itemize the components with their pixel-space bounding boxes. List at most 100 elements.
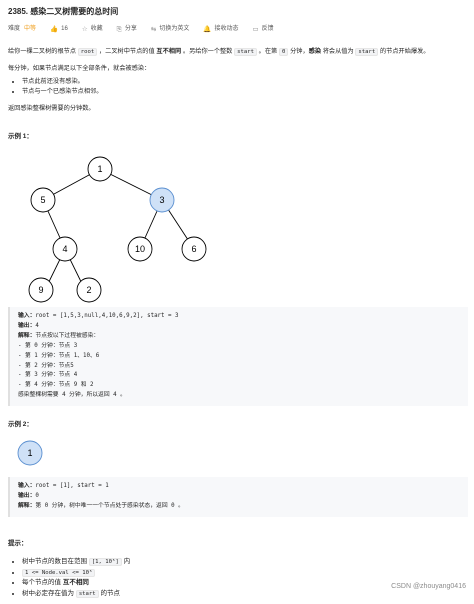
share-button[interactable]: ⎘ 分享 bbox=[117, 25, 137, 34]
line-label: 输入： bbox=[18, 483, 36, 490]
notify-button[interactable]: 🔔 接收动态 bbox=[203, 25, 238, 34]
inline-code: 0 bbox=[278, 48, 289, 57]
line-label: 解释： bbox=[18, 503, 36, 510]
tree-node-label: 3 bbox=[159, 195, 164, 205]
line-text: 感染整棵树需要 4 分钟，所以返回 4 。 bbox=[18, 392, 126, 399]
line-text: 第 0 分钟，树中唯一一个节点处于感染状态，返回 0 。 bbox=[35, 503, 184, 510]
line-text: root = [1,5,3,null,4,10,6,9,2], start = … bbox=[35, 313, 179, 320]
line-text: - 第 2 分钟：节点5 bbox=[18, 362, 74, 369]
feedback-button[interactable]: ▭ 反馈 bbox=[252, 25, 273, 34]
description-paragraph-2: 每分钟，如果节点满足以下全部条件，就会被感染： bbox=[8, 65, 151, 72]
text: 给你一棵二叉树的根节点 bbox=[8, 48, 78, 56]
like-button[interactable]: 👍 16 bbox=[50, 25, 68, 34]
line-label: 解释： bbox=[18, 333, 36, 340]
line-text: - 第 0 分钟：节点 3 bbox=[18, 342, 78, 349]
description-paragraph-3: 返回感染整棵树需要的分钟数。 bbox=[8, 104, 95, 112]
tree-node bbox=[30, 187, 56, 213]
difficulty-label: 难度 bbox=[8, 25, 21, 32]
line-label: 输出： bbox=[18, 323, 36, 330]
bold-text: 互不相同 bbox=[62, 579, 89, 587]
switch-language-button[interactable]: ⇆ 切换为英文 bbox=[151, 25, 189, 34]
translate-icon: ⇆ bbox=[150, 25, 157, 33]
line-text: - 第 1 分钟：节点 1、10、6 bbox=[18, 352, 100, 359]
favorite-button[interactable]: ☆ 收藏 bbox=[82, 25, 103, 34]
text: 。另给你一个整数 bbox=[181, 48, 235, 56]
share-icon: ⎘ bbox=[116, 25, 122, 33]
tree-node-label: 1 bbox=[27, 448, 32, 458]
difficulty-badge: 中等 bbox=[24, 25, 37, 32]
inline-code: start bbox=[234, 48, 257, 57]
bold-text: 感染 bbox=[308, 48, 322, 56]
tree-node-label: 10 bbox=[135, 244, 145, 254]
text: 将会从值为 bbox=[321, 48, 356, 56]
tree-node-label: 1 bbox=[97, 164, 102, 174]
list-item: 树中必定存在值为 start 的节点 bbox=[22, 589, 468, 598]
inline-code: start bbox=[355, 48, 379, 57]
tree-node-label: 6 bbox=[191, 244, 196, 254]
tree-node bbox=[181, 236, 207, 262]
thumbs-up-icon: 👍 bbox=[50, 25, 59, 33]
bold-text: 互不相同 bbox=[156, 48, 182, 56]
problem-title: 2385. 感染二叉树需要的总时间 bbox=[8, 7, 119, 16]
text: ，二叉树中节点的值 bbox=[97, 48, 157, 56]
csdn-watermark: CSDN @zhouyang0416 bbox=[391, 582, 466, 590]
example-2-code-block: 输入：root = [1], start = 1 输出：0 解释：第 0 分钟，… bbox=[8, 477, 468, 517]
bell-icon: 🔔 bbox=[203, 25, 212, 33]
example-1-title: 示例 1： bbox=[8, 132, 33, 140]
list-item: 节点与一个已感染节点相邻。 bbox=[22, 88, 468, 97]
line-text: - 第 3 分钟：节点 4 bbox=[18, 372, 78, 379]
hints-list: 树中节点的数目在范围 [1, 10⁵] 内 1 <= Node.val <= 1… bbox=[22, 557, 468, 598]
notify-label: 接收动态 bbox=[214, 25, 239, 32]
hints-title: 提示： bbox=[8, 539, 28, 547]
text: 分钟， bbox=[288, 48, 309, 56]
share-label: 分享 bbox=[124, 25, 137, 32]
problem-page: 2385. 感染二叉树需要的总时间 难度 中等 👍 16 ☆ 收藏 ⎘ 分享 ⇆… bbox=[8, 4, 468, 599]
inline-code: start bbox=[75, 589, 99, 598]
inline-code: [1, 10⁵] bbox=[88, 558, 122, 567]
favorite-label: 收藏 bbox=[90, 25, 103, 32]
tree-node bbox=[127, 236, 153, 262]
tree-node bbox=[76, 277, 102, 303]
tree-node bbox=[52, 236, 78, 262]
list-item: 每个节点的值 互不相同 bbox=[22, 578, 468, 587]
tree-node-start bbox=[149, 187, 175, 213]
example-2-tree-diagram: 1 bbox=[17, 440, 43, 466]
feedback-icon: ▭ bbox=[252, 25, 259, 33]
text: 的节点 bbox=[98, 589, 120, 597]
tree-node-label: 4 bbox=[62, 244, 67, 254]
line-text: 节点按以下过程被感染： bbox=[35, 333, 100, 340]
list-item: 节点此前还没有感染。 bbox=[22, 78, 468, 87]
condition-list: 节点此前还没有感染。 节点与一个已感染节点相邻。 bbox=[22, 78, 468, 97]
line-label: 输出： bbox=[18, 493, 36, 500]
likes-count: 16 bbox=[61, 25, 68, 32]
text: 树中节点的数目在范围 bbox=[22, 558, 89, 566]
description-paragraph-1: 给你一棵二叉树的根节点 root ，二叉树中节点的值 互不相同 。另给你一个整数… bbox=[8, 48, 468, 57]
example-1-tree-diagram: 1 5 3 4 10 6 9 2 bbox=[28, 156, 207, 303]
example-2-title: 示例 2： bbox=[8, 420, 33, 428]
switch-language-label: 切换为英文 bbox=[159, 25, 190, 32]
text: 每个节点的值 bbox=[22, 579, 63, 587]
tree-node-label: 2 bbox=[86, 285, 91, 295]
problem-description: 给你一棵二叉树的根节点 root ，二叉树中节点的值 互不相同 。另给你一个整数… bbox=[8, 48, 468, 114]
star-icon: ☆ bbox=[81, 25, 88, 33]
feedback-label: 反馈 bbox=[261, 25, 274, 32]
text: 树中必定存在值为 bbox=[22, 589, 76, 597]
text: 的节点开始爆发。 bbox=[378, 48, 430, 56]
inline-code: root bbox=[77, 48, 98, 57]
inline-code: 1 <= Node.val <= 10⁵ bbox=[22, 568, 96, 577]
list-item: 树中节点的数目在范围 [1, 10⁵] 内 bbox=[22, 557, 468, 567]
line-text: 0 bbox=[35, 493, 39, 500]
tree-node-label: 9 bbox=[38, 285, 43, 295]
list-item: 1 <= Node.val <= 10⁵ bbox=[22, 568, 468, 577]
problem-meta-bar: 难度 中等 👍 16 ☆ 收藏 ⎘ 分享 ⇆ 切换为英文 🔔 接收动态 ▭ 反馈 bbox=[8, 25, 468, 34]
tree-node-label: 5 bbox=[40, 195, 45, 205]
example-1-code-block: 输入：root = [1,5,3,null,4,10,6,9,2], start… bbox=[8, 307, 468, 406]
tree-node-start bbox=[17, 440, 43, 466]
line-text: 4 bbox=[35, 323, 39, 330]
line-text: root = [1], start = 1 bbox=[35, 483, 109, 490]
text: 。在第 bbox=[256, 48, 279, 56]
tree-node bbox=[28, 277, 54, 303]
line-text: - 第 4 分钟：节点 9 和 2 bbox=[18, 382, 94, 389]
line-label: 输入： bbox=[18, 313, 36, 320]
tree-node bbox=[87, 156, 113, 182]
